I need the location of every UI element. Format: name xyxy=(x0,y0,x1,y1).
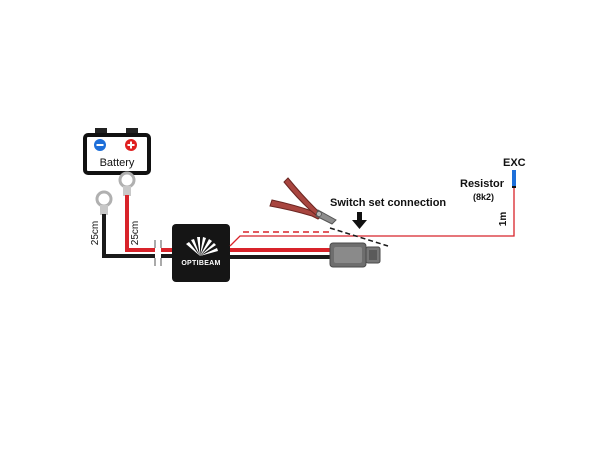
module-brand-label: OPTIBEAM xyxy=(181,260,220,267)
red-wire-length-label: 25cm xyxy=(130,221,141,245)
connector-icon xyxy=(329,242,381,268)
battery-icon: Battery xyxy=(83,128,151,175)
fuse-gap-icon xyxy=(154,240,162,266)
pliers-icon xyxy=(269,177,337,225)
optibeam-module: OPTIBEAM xyxy=(172,224,230,282)
arrow-down-icon xyxy=(352,212,367,229)
exc-label: EXC xyxy=(503,157,526,169)
resistor-label: Resistor xyxy=(460,178,505,190)
resistor-value-label: (8k2) xyxy=(473,192,494,202)
resistor-icon xyxy=(512,170,516,188)
switch-set-connection-label: Switch set connection xyxy=(330,197,446,209)
output-wires xyxy=(229,186,515,259)
black-wire-length-label: 25cm xyxy=(90,221,101,245)
battery-label: Battery xyxy=(100,157,135,169)
ring-terminal-black-icon xyxy=(95,190,113,215)
optibeam-logo-icon xyxy=(186,237,218,256)
exc-wire-length-label: 1m xyxy=(498,212,509,227)
ring-terminal-red-icon xyxy=(118,171,136,196)
